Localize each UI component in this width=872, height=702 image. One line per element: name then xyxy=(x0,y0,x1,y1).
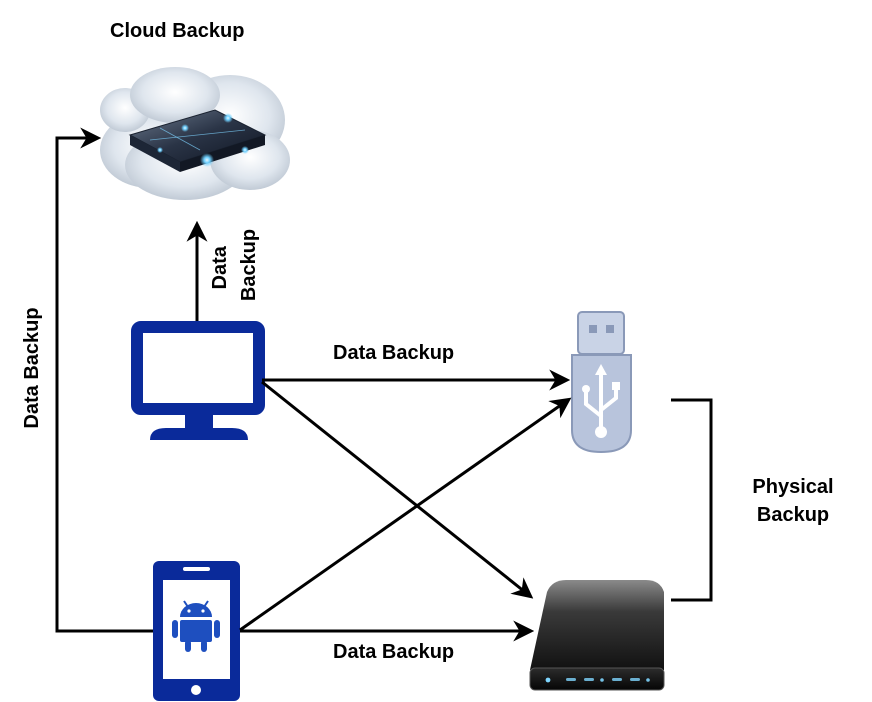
connector-phone-to-cloud xyxy=(55,127,153,633)
bracket-physical-backup xyxy=(671,398,713,602)
cloud-server-icon xyxy=(100,67,290,200)
label-desktop-to-cloud-line1: Data xyxy=(209,245,231,289)
monitor-icon xyxy=(131,321,265,440)
label-physical-line1: Physical xyxy=(752,476,834,498)
label-desktop-to-cloud-line2: Backup xyxy=(238,229,260,301)
label-desktop-to-usb: Data Backup xyxy=(333,342,455,364)
label-phone-to-cloud: Data Backup xyxy=(21,307,43,428)
connector-phone-to-usb xyxy=(239,397,572,632)
usb-drive-icon xyxy=(571,311,632,454)
svg-text:Data Backup: Data Backup xyxy=(209,229,260,301)
label-phone-to-hdd: Data Backup xyxy=(333,641,455,663)
svg-text:Data Backup: Data Backup xyxy=(21,307,43,428)
external-hard-drive-icon xyxy=(529,580,665,691)
connector-desktop-to-hdd xyxy=(261,380,534,599)
android-phone-icon xyxy=(153,561,240,701)
label-physical-line2: Backup xyxy=(756,504,830,526)
android-robot-icon xyxy=(172,600,220,652)
label-physical-backup: Physical Backup xyxy=(733,475,853,527)
label-desktop-to-cloud: Data Backup xyxy=(209,229,260,301)
cloud-backup-title: Cloud Backup xyxy=(110,20,245,42)
